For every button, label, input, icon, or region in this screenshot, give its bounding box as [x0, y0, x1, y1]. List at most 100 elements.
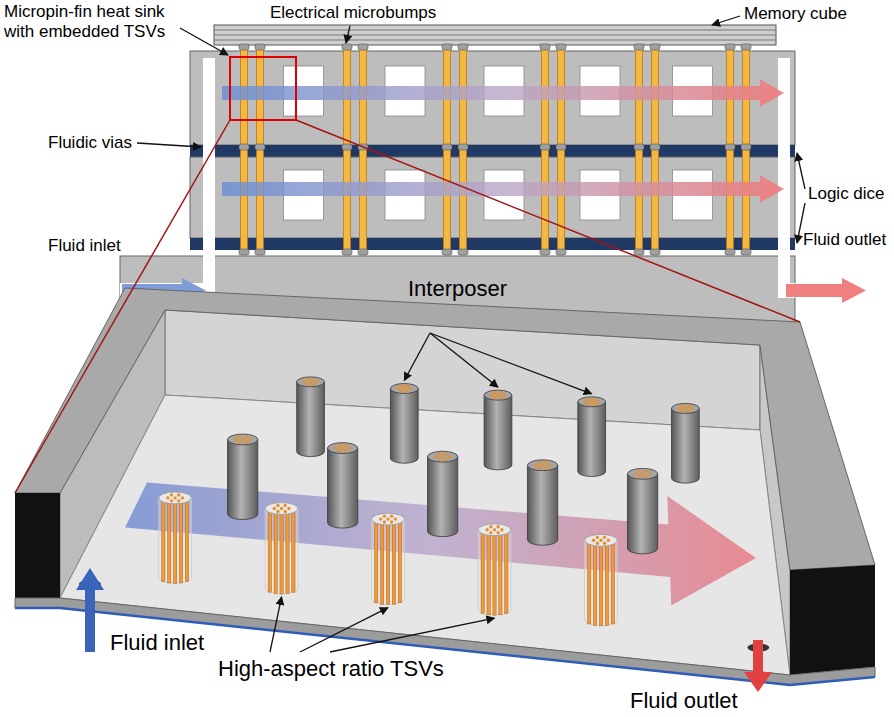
- tsv-tip: [687, 404, 690, 407]
- pin-body: [297, 382, 325, 457]
- zoom-line: [15, 120, 230, 493]
- callout-label: Logic dice: [808, 184, 885, 204]
- tsv-tip: [338, 449, 341, 452]
- tsv-tip: [500, 528, 503, 531]
- heat-sink-layer: [190, 51, 795, 145]
- tsv-tip: [406, 384, 409, 387]
- tsv-tip: [348, 446, 351, 449]
- microbump: [741, 249, 751, 255]
- tsv-tip: [496, 531, 499, 534]
- pin-body: [328, 448, 358, 528]
- tsv-tip: [394, 517, 397, 520]
- memory-layer: [214, 35, 776, 36]
- tsv-tip: [587, 403, 590, 406]
- pin-top: [328, 443, 358, 454]
- tsv-bar: [375, 519, 378, 603]
- tsv-tip: [493, 528, 496, 531]
- label-text: Fluidic vias: [48, 133, 132, 152]
- pin-top: [672, 403, 700, 413]
- tsv-tip: [690, 407, 693, 410]
- leader-line: [797, 153, 805, 189]
- microbump: [458, 249, 468, 255]
- tsv-tip: [312, 378, 315, 381]
- tsv-bar: [588, 540, 591, 624]
- tsv-tip: [538, 461, 541, 464]
- callout-label: Fluid outlet: [630, 688, 738, 713]
- microbump: [239, 144, 249, 150]
- tsv-bar: [280, 508, 283, 593]
- tsv: [558, 47, 565, 254]
- pin-top: [578, 397, 606, 407]
- micropin: [390, 384, 418, 464]
- tsv-tip: [287, 507, 290, 510]
- tsv-tip: [641, 472, 644, 475]
- tsv-bar: [611, 540, 614, 624]
- tsv-tip: [541, 464, 544, 467]
- tsv-tip: [587, 398, 590, 401]
- tsv-tip: [584, 400, 587, 403]
- tsv-pin: [585, 534, 618, 625]
- fluidic-via: [203, 58, 215, 298]
- heat-sink-cutaway: [15, 288, 875, 692]
- tsv-bar: [605, 540, 608, 625]
- tsv-bar: [398, 519, 401, 603]
- outlet-arrow: [744, 640, 772, 692]
- microbump: [725, 44, 735, 50]
- logic-die: [190, 238, 795, 250]
- micropin: [527, 460, 557, 545]
- tsv-tip: [276, 510, 279, 513]
- pin-top: [428, 451, 458, 462]
- label-text: Micropin-fin heat sink with embedded TSV…: [4, 2, 165, 41]
- node-label: Interposer: [408, 276, 507, 301]
- tsv-tip: [538, 466, 541, 469]
- pin-body: [265, 508, 298, 593]
- tsv-bar: [493, 530, 496, 615]
- label-text: Fluid inlet: [110, 630, 204, 655]
- tsv-tip: [173, 496, 176, 499]
- tsv-tip: [499, 391, 502, 394]
- tsv-tip: [438, 458, 441, 461]
- stack-cross-section: [120, 25, 866, 322]
- tsv-tip: [599, 539, 602, 542]
- tsv: [257, 47, 264, 254]
- tsv-bar: [505, 530, 508, 614]
- pin-top: [265, 503, 298, 515]
- microbump: [239, 249, 249, 255]
- pin-body: [527, 465, 557, 545]
- pin-top: [478, 524, 511, 536]
- microbump: [556, 144, 566, 150]
- tsv-tip: [434, 455, 437, 458]
- logic-die: [190, 145, 795, 157]
- tsv-bar: [392, 519, 395, 604]
- flow-arrow: [222, 175, 784, 203]
- tsv-tip: [379, 517, 382, 520]
- tsv-tip: [303, 380, 306, 383]
- tsv-tip: [496, 525, 499, 528]
- outlet-arrow: [786, 278, 866, 303]
- tsv-tip: [681, 409, 684, 412]
- tsv-tip: [592, 539, 595, 542]
- tsv-tip: [272, 507, 275, 510]
- memory-layer: [214, 30, 776, 31]
- tsv-tip: [496, 393, 499, 396]
- pin-top: [159, 492, 192, 504]
- tsv-tip: [687, 409, 690, 412]
- tsv-tip: [590, 400, 593, 403]
- tsv-tip: [344, 449, 347, 452]
- tsv-bar: [185, 498, 188, 582]
- tsv-tip: [644, 475, 647, 478]
- tsv-tip: [438, 452, 441, 455]
- pin-top: [527, 460, 557, 471]
- pointer-arrow: [430, 333, 592, 394]
- tsv-tip: [383, 520, 386, 523]
- leaders: [15, 16, 805, 493]
- pointer-arrow: [430, 333, 498, 387]
- tsv-bar: [268, 508, 271, 592]
- microbump: [634, 144, 644, 150]
- tsv-bar: [380, 519, 383, 604]
- tsv-tip: [681, 404, 684, 407]
- tsv-tip: [344, 444, 347, 447]
